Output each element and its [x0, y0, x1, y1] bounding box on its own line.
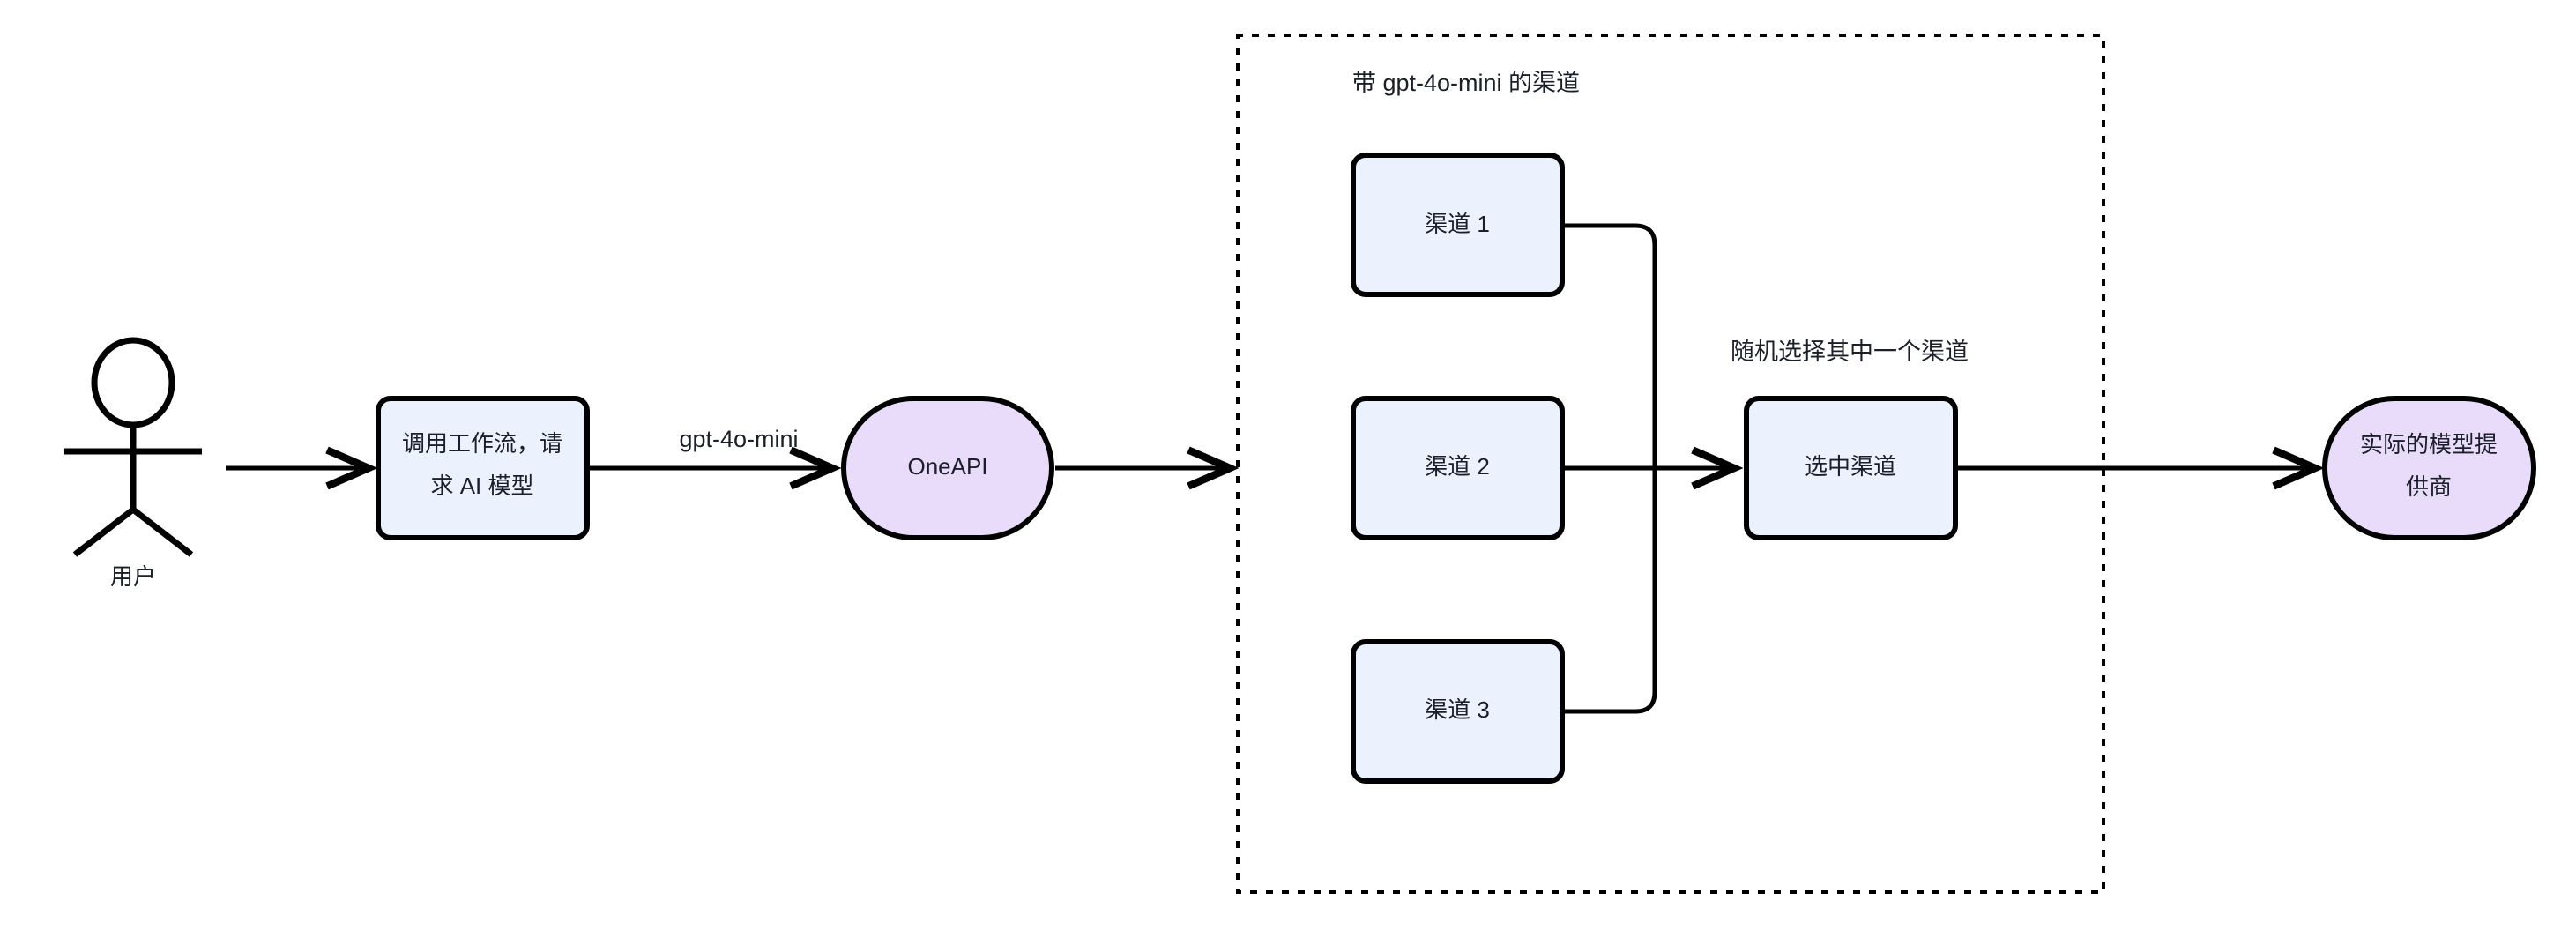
node-oneapi[interactable]: OneAPI [841, 396, 1054, 540]
node-channel-2-shape [1351, 396, 1565, 540]
node-selected-channel-shape [1744, 396, 1958, 540]
channel-group-label: 带 gpt-4o-mini 的渠道 [1352, 70, 1580, 96]
node-provider-label-line1: 实际的模型提 [2360, 431, 2498, 458]
node-provider-label-line2: 供商 [2406, 473, 2452, 500]
actor-user [64, 337, 202, 557]
edge-channel-3-to-selected [1564, 468, 1657, 714]
stick-figure-right-leg-icon [130, 507, 194, 557]
node-workflow-label-line2: 求 AI 模型 [430, 473, 533, 499]
node-workflow[interactable]: 调用工作流，请 求 AI 模型 [376, 396, 590, 540]
edge-channel-1-to-selected [1564, 223, 1657, 468]
edge-label-model-name: gpt-4o-mini [679, 426, 798, 452]
node-selected-channel[interactable]: 选中渠道 [1744, 396, 1958, 540]
node-selected-channel-label: 选中渠道 [1805, 453, 1896, 480]
node-channel-2-label: 渠道 2 [1425, 453, 1490, 480]
node-workflow-label-line1: 调用工作流，请 [402, 430, 562, 457]
annotation-random-pick: 随机选择其中一个渠道 [1731, 339, 1969, 365]
node-provider[interactable]: 实际的模型提 供商 [2322, 396, 2536, 540]
stick-figure-left-leg-icon [72, 507, 136, 557]
node-channel-1-label: 渠道 1 [1425, 211, 1490, 237]
node-oneapi-shape [841, 396, 1054, 540]
node-channel-3-label: 渠道 3 [1425, 696, 1490, 723]
node-channel-1[interactable]: 渠道 1 [1351, 153, 1565, 297]
node-provider-shape [2322, 396, 2536, 540]
actor-user-label: 用户 [110, 563, 156, 590]
node-workflow-shape [376, 396, 590, 540]
node-channel-2[interactable]: 渠道 2 [1351, 396, 1565, 540]
node-channel-3[interactable]: 渠道 3 [1351, 639, 1565, 784]
node-oneapi-label: OneAPI [907, 453, 987, 480]
node-channel-1-shape [1351, 153, 1565, 297]
stick-figure-head-icon [91, 337, 175, 428]
node-channel-3-shape [1351, 639, 1565, 784]
